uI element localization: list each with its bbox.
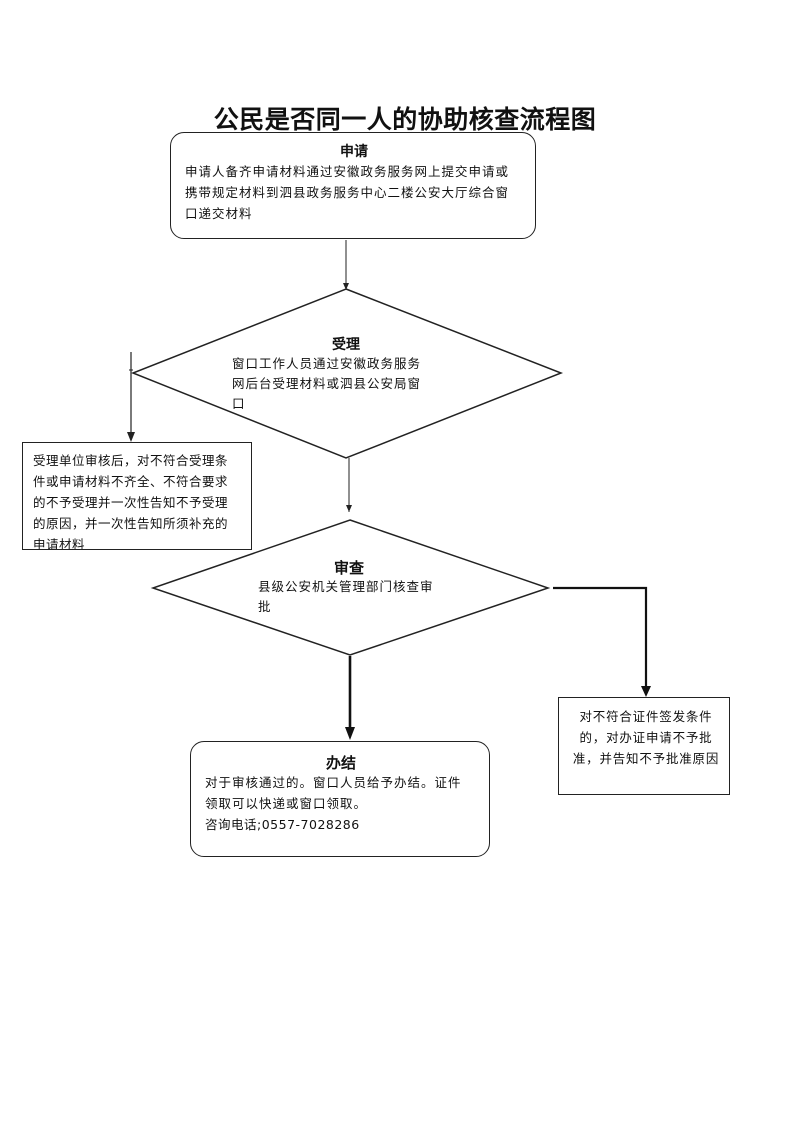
connector-review-to-reject: [553, 586, 648, 690]
node-reject-review-line: 准，并告知不予批准原因: [572, 751, 720, 766]
node-complete-line: 对于审核通过的。窗口人员给予办结。证件: [205, 775, 462, 790]
node-reject-accept-body: 受理单位审核后，对不符合受理条 件或申请材料不齐全、不符合要求 的不予受理并一次…: [33, 450, 247, 550]
node-review-body: 县级公安机关管理部门核查审 批: [258, 577, 458, 617]
node-apply-line: 申请人备齐申请材料通过安徽政务服务网上提交申请或: [185, 164, 510, 179]
node-apply-line: 携带规定材料到泗县政务服务中心二楼公安大厅综合窗: [185, 185, 510, 200]
node-accept-line: 网后台受理材料或泗县公安局窗: [232, 376, 422, 391]
arrowhead-accept-to-reject: [127, 432, 135, 442]
node-review-heading: 审查: [334, 559, 365, 577]
arrowhead-review-to-complete: [345, 727, 355, 740]
node-apply: 申请 申请人备齐申请材料通过安徽政务服务网上提交申请或 携带规定材料到泗县政务服…: [170, 132, 536, 239]
node-reject-accept-line: 申请材料: [33, 537, 86, 550]
accept-diamond: [130, 288, 564, 459]
node-reject-review: 对不符合证件签发条件 的，对办证申请不予批 准，并告知不予批准原因: [558, 697, 730, 795]
node-review-line: 批: [258, 599, 272, 614]
node-apply-body: 申请人备齐申请材料通过安徽政务服务网上提交申请或 携带规定材料到泗县政务服务中心…: [185, 161, 523, 224]
node-reject-review-body: 对不符合证件签发条件 的，对办证申请不予批 准，并告知不予批准原因: [569, 706, 723, 769]
node-complete-heading: 办结: [325, 754, 356, 772]
node-reject-accept: 受理单位审核后，对不符合受理条 件或申请材料不齐全、不符合要求 的不予受理并一次…: [22, 442, 252, 550]
node-complete-body: 对于审核通过的。窗口人员给予办结。证件 领取可以快递或窗口领取。 咨询电话;05…: [205, 772, 477, 835]
node-reject-review-line: 对不符合证件签发条件: [579, 709, 713, 724]
node-accept-line: 窗口工作人员通过安徽政务服务: [232, 356, 422, 371]
node-apply-line: 口递交材料: [185, 206, 253, 221]
node-reject-accept-line: 的不予受理并一次性告知不予受理: [33, 495, 229, 510]
node-accept-heading: 受理: [332, 337, 360, 353]
node-review: 审查 县级公安机关管理部门核查审 批: [258, 559, 458, 617]
node-reject-review-line: 的，对办证申请不予批: [579, 730, 713, 745]
review-diamond: [150, 519, 551, 656]
node-reject-accept-line: 受理单位审核后，对不符合受理条: [33, 453, 229, 468]
node-accept-body: 窗口工作人员通过安徽政务服务 网后台受理材料或泗县公安局窗 口: [232, 354, 472, 414]
consult-phone: 咨询电话;0557-7028286: [205, 817, 360, 832]
arrowhead-review-to-reject: [641, 686, 651, 697]
node-review-line: 县级公安机关管理部门核查审: [258, 579, 434, 594]
node-accept-line: 口: [232, 396, 246, 411]
node-reject-accept-line: 的原因，并一次性告知所须补充的: [33, 516, 229, 531]
node-complete-line: 领取可以快递或窗口领取。: [205, 796, 368, 811]
node-accept: 受理 窗口工作人员通过安徽政务服务 网后台受理材料或泗县公安局窗 口: [232, 336, 472, 414]
node-reject-accept-line: 件或申请材料不齐全、不符合要求: [33, 474, 229, 489]
arrowhead-apply-to-accept: [343, 283, 349, 290]
node-complete: 办结 对于审核通过的。窗口人员给予办结。证件 领取可以快递或窗口领取。 咨询电话…: [190, 741, 490, 857]
node-apply-heading: 申请: [340, 144, 368, 160]
page-title: 公民是否同一人的协助核查流程图: [213, 105, 597, 134]
arrowhead-accept-to-review: [346, 505, 352, 512]
